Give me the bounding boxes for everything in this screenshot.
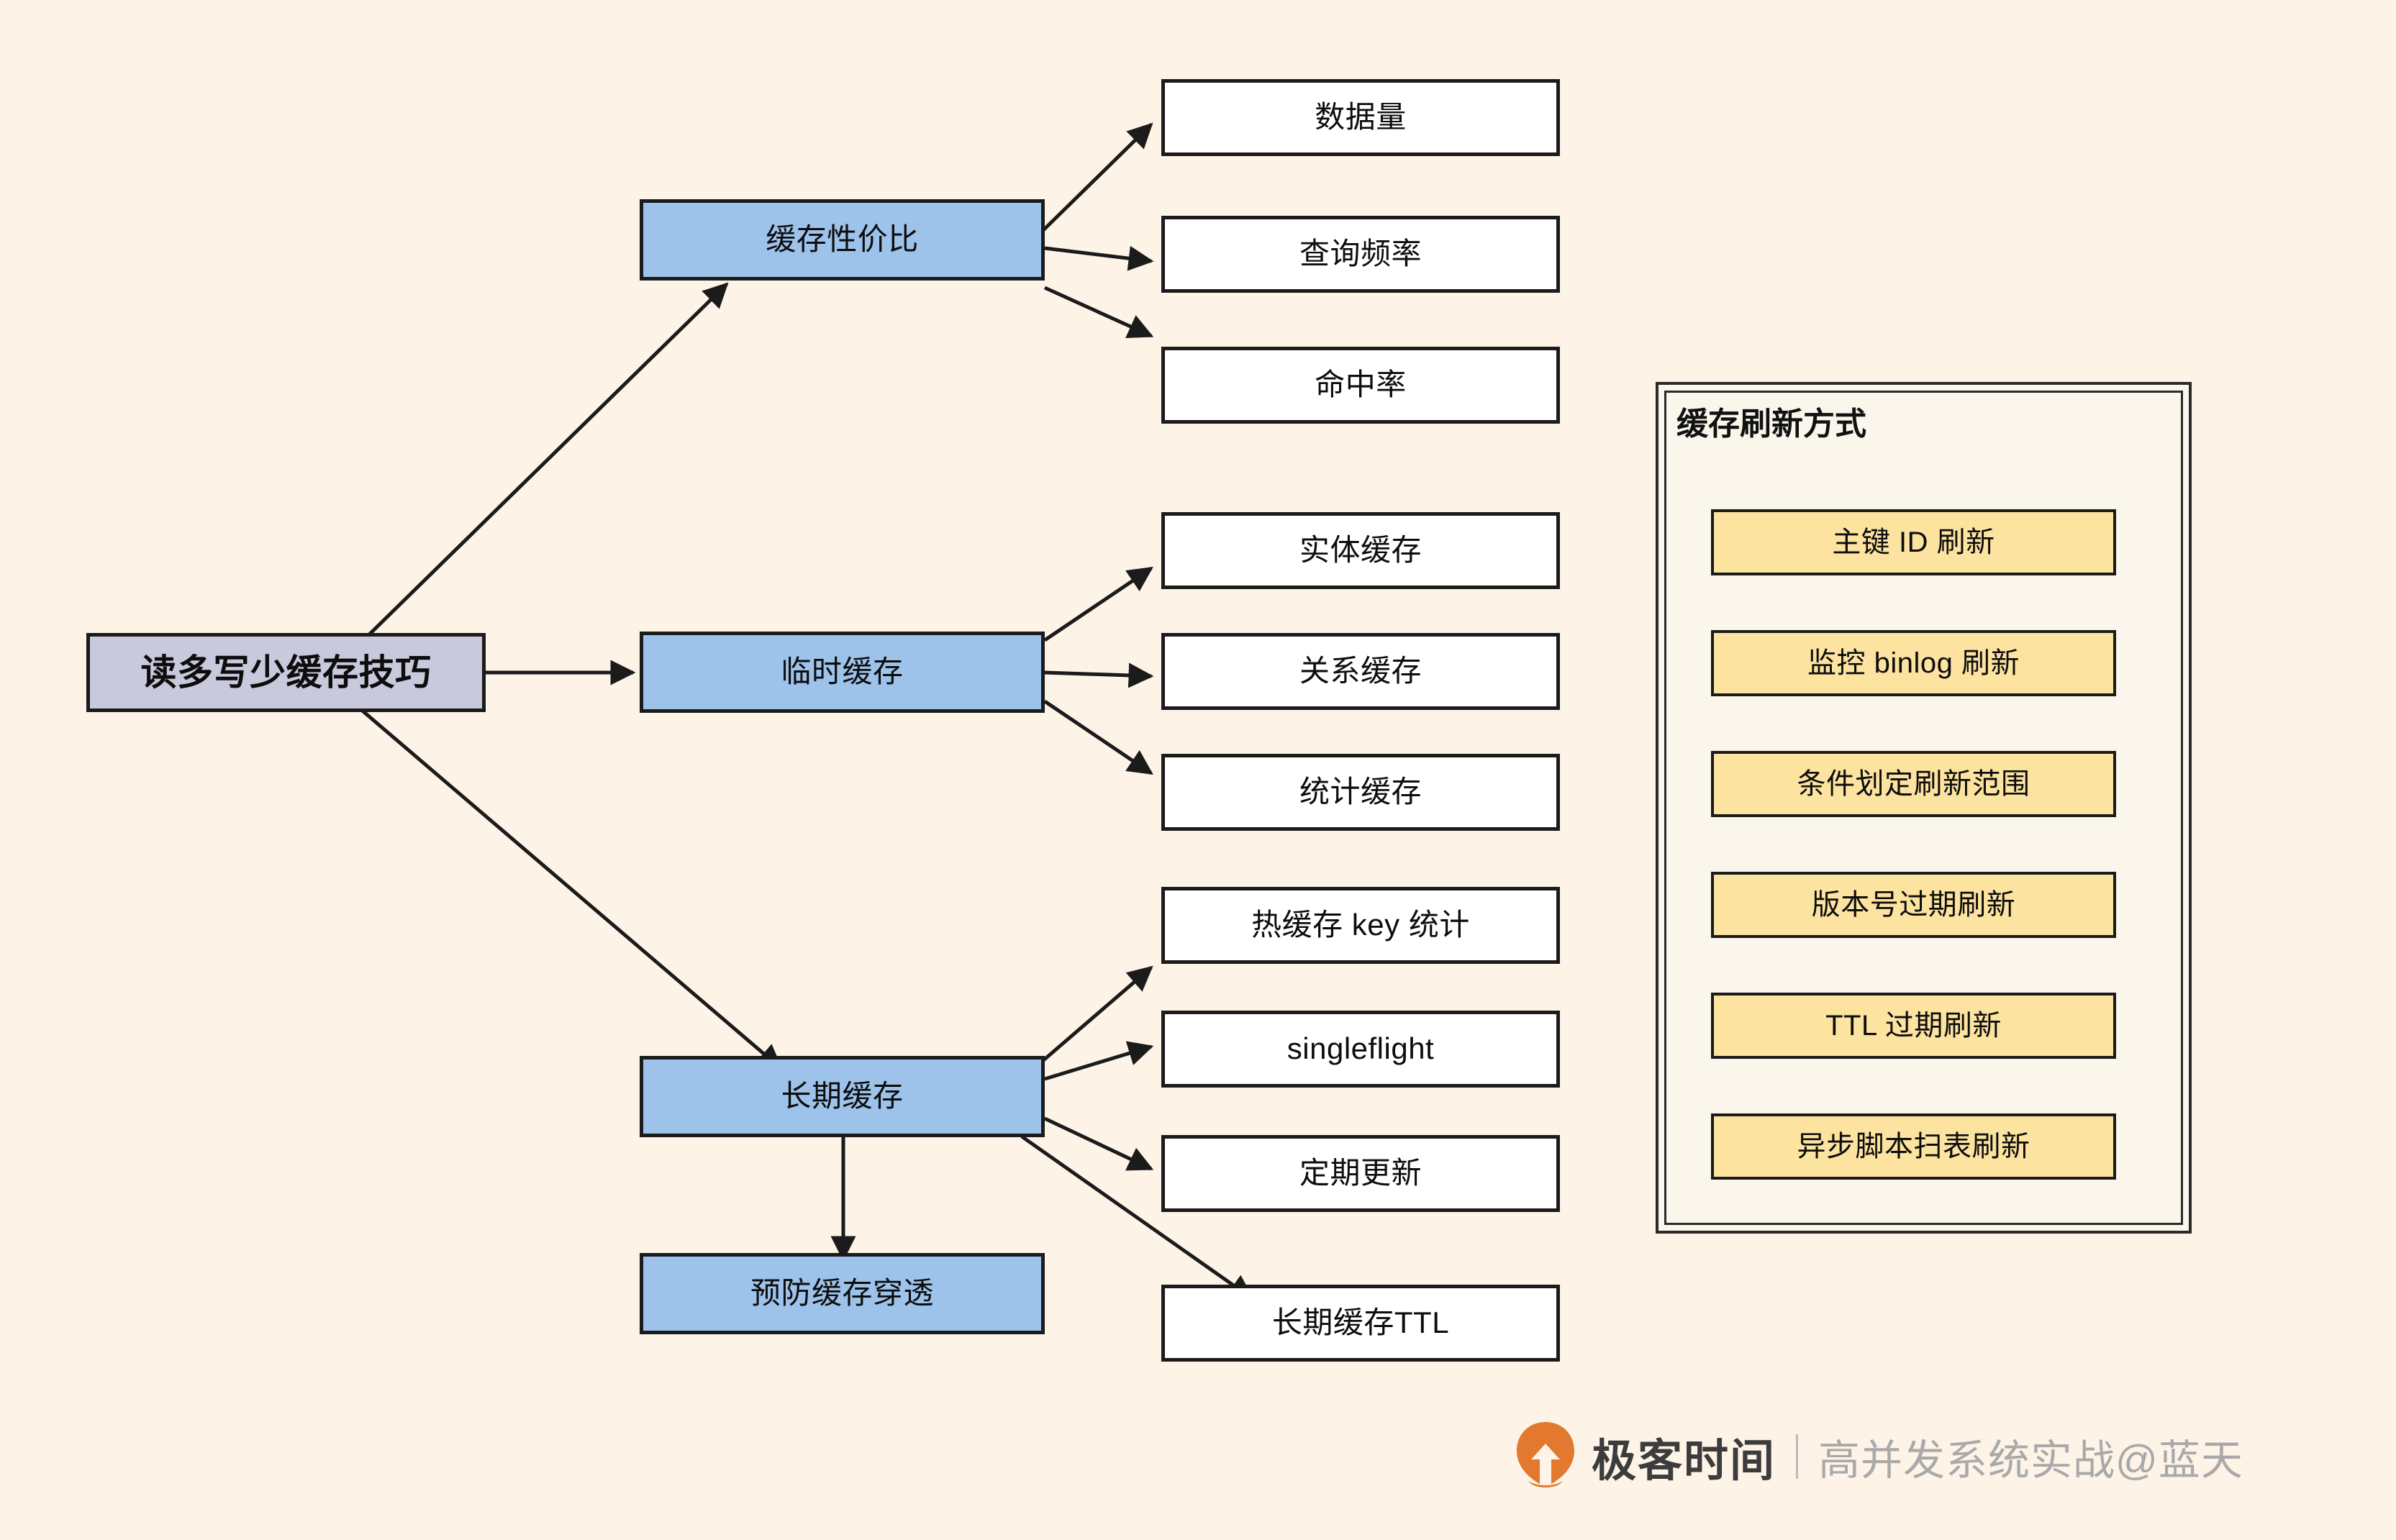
node-leaf-hit-rate-label: 命中率 — [1315, 368, 1407, 402]
panel-item-condition-scope-refresh[interactable]: 条件划定刷新范围 — [1711, 751, 2116, 817]
edge-cost-to-data — [1042, 122, 1153, 232]
node-branch-longterm-cache[interactable]: 长期缓存 — [640, 1056, 1045, 1137]
node-leaf-hot-key-stats-label: 热缓存 key 统计 — [1251, 908, 1470, 942]
node-branch-cost-performance-label: 缓存性价比 — [766, 222, 919, 257]
geekbang-pin-icon — [1517, 1422, 1574, 1487]
edge-cost-to-freq — [1044, 245, 1154, 271]
panel-item-ttl-expiry-refresh-label: TTL 过期刷新 — [1825, 1010, 2002, 1042]
panel-item-primary-key-refresh[interactable]: 主键 ID 刷新 — [1711, 509, 2116, 575]
node-branch-cost-performance[interactable]: 缓存性价比 — [640, 199, 1045, 281]
panel-title: 缓存刷新方式 — [1676, 406, 1866, 442]
edge-temp-to-entity — [1043, 566, 1153, 642]
edge-long-to-periodic — [1043, 1116, 1154, 1171]
node-leaf-relation-cache-label: 关系缓存 — [1299, 654, 1422, 688]
edge-temp-to-relation — [1044, 662, 1154, 688]
panel-item-binlog-refresh[interactable]: 监控 binlog 刷新 — [1711, 630, 2116, 696]
edge-root-to-cost — [358, 282, 729, 645]
node-leaf-longterm-ttl[interactable]: 长期缓存TTL — [1161, 1285, 1560, 1362]
node-branch-temporary-cache-label: 临时缓存 — [781, 655, 904, 689]
node-leaf-hit-rate[interactable]: 命中率 — [1161, 347, 1560, 424]
panel-item-version-expiry-refresh[interactable]: 版本号过期刷新 — [1711, 872, 2116, 938]
node-leaf-stat-cache-label: 统计缓存 — [1299, 775, 1422, 809]
panel-item-ttl-expiry-refresh[interactable]: TTL 过期刷新 — [1711, 993, 2116, 1059]
node-leaf-data-volume-label: 数据量 — [1315, 100, 1407, 135]
node-root-label: 读多写少缓存技巧 — [140, 652, 432, 693]
node-prevent-cache-penetration-label: 预防缓存穿透 — [750, 1276, 934, 1311]
node-branch-temporary-cache[interactable]: 临时缓存 — [640, 632, 1045, 713]
node-leaf-stat-cache[interactable]: 统计缓存 — [1161, 754, 1560, 831]
panel-item-binlog-refresh-label: 监控 binlog 刷新 — [1807, 647, 2020, 679]
node-leaf-longterm-ttl-label: 长期缓存TTL — [1271, 1306, 1450, 1340]
node-leaf-data-volume[interactable]: 数据量 — [1161, 79, 1560, 156]
node-prevent-cache-penetration[interactable]: 预防缓存穿透 — [640, 1253, 1045, 1334]
node-branch-longterm-cache-label: 长期缓存 — [781, 1079, 904, 1113]
node-leaf-periodic-update-label: 定期更新 — [1299, 1156, 1422, 1190]
node-leaf-entity-cache[interactable]: 实体缓存 — [1161, 512, 1560, 589]
footer-separator — [1796, 1434, 1799, 1479]
panel-item-primary-key-refresh-label: 主键 ID 刷新 — [1832, 527, 1995, 558]
node-leaf-query-frequency-label: 查询频率 — [1299, 237, 1422, 271]
node-leaf-singleflight-label: singleflight — [1287, 1031, 1435, 1066]
node-leaf-singleflight[interactable]: singleflight — [1161, 1011, 1560, 1088]
node-leaf-entity-cache-label: 实体缓存 — [1299, 533, 1422, 568]
node-leaf-relation-cache[interactable]: 关系缓存 — [1161, 633, 1560, 710]
footer-watermark: 极客时间 高并发系统实战@蓝天 — [1514, 1421, 2243, 1493]
panel-item-async-scan-refresh-label: 异步脚本扫表刷新 — [1797, 1131, 2030, 1162]
footer-brand: 极客时间 — [1592, 1436, 1776, 1486]
edge-long-to-singleflight — [1044, 1041, 1154, 1081]
node-leaf-hot-key-stats[interactable]: 热缓存 key 统计 — [1161, 887, 1560, 964]
edge-root-to-long — [358, 707, 783, 1070]
node-leaf-periodic-update[interactable]: 定期更新 — [1161, 1135, 1560, 1212]
footer-course: 高并发系统实战@蓝天 — [1818, 1437, 2243, 1484]
edge-temp-to-stat — [1043, 699, 1153, 775]
panel-item-version-expiry-refresh-label: 版本号过期刷新 — [1811, 889, 2016, 921]
panel-item-condition-scope-refresh-label: 条件划定刷新范围 — [1797, 768, 2030, 800]
panel-item-async-scan-refresh[interactable]: 异步脚本扫表刷新 — [1711, 1113, 2116, 1180]
edge-cost-to-hit — [1043, 286, 1154, 338]
node-leaf-query-frequency[interactable]: 查询频率 — [1161, 216, 1560, 293]
node-root[interactable]: 读多写少缓存技巧 — [86, 633, 486, 712]
